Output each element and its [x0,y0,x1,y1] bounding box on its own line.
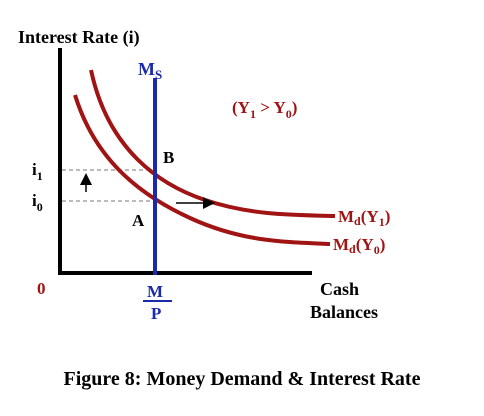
demand-curve-y0-label: Md(Y0) [333,235,385,257]
point-b-label: B [163,148,174,167]
tick-i1-label: i1 [32,160,43,183]
demand-curve-y0 [73,94,331,246]
real-money-denominator: P [151,304,161,323]
origin-label: 0 [37,279,46,298]
tick-i0-label: i0 [32,191,43,214]
income-condition-label: (Y1 > Y0) [232,98,297,121]
x-axis-label-line2: Balances [310,302,378,322]
real-money-numerator: M [147,282,163,301]
demand-curve-y1-label: Md(Y1) [338,207,390,229]
money-supply-label: MS [138,59,162,82]
demand-curve-y1 [89,69,336,218]
y-axis-label: Interest Rate (i) [18,27,140,48]
point-a-label: A [132,211,145,230]
x-axis-label-line1: Cash [320,279,359,299]
figure-caption: Figure 8: Money Demand & Interest Rate [63,368,421,390]
